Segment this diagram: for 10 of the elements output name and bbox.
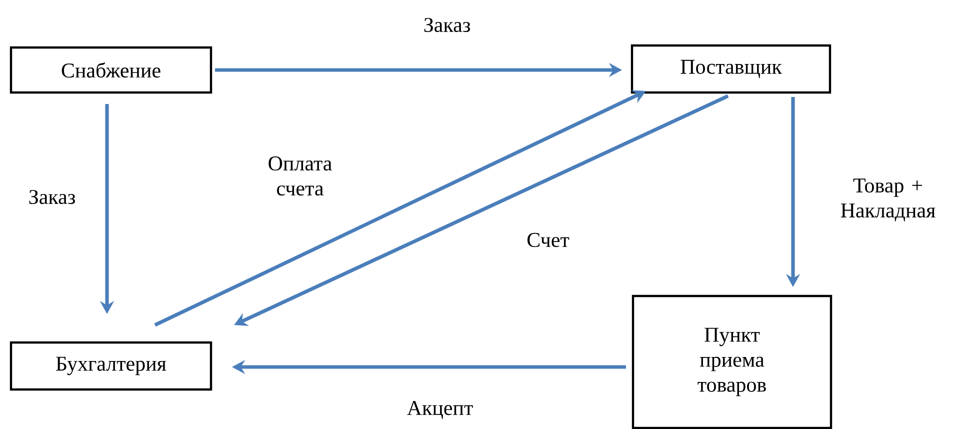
process-box: Снабжение bbox=[10, 46, 212, 94]
process-box: Пункт приема товаров bbox=[632, 294, 832, 429]
process-box: Поставщик bbox=[630, 44, 832, 94]
process-box: Бухгалтерия bbox=[10, 341, 212, 391]
edge-label: Заказ bbox=[29, 190, 75, 204]
edge-label: Оплата счета bbox=[268, 156, 332, 196]
edge-label: Товар + Накладная bbox=[840, 178, 936, 222]
edge-label: Счет bbox=[527, 232, 570, 248]
edge-label: Акцепт bbox=[407, 401, 473, 419]
edge-label: Заказ bbox=[424, 18, 470, 32]
